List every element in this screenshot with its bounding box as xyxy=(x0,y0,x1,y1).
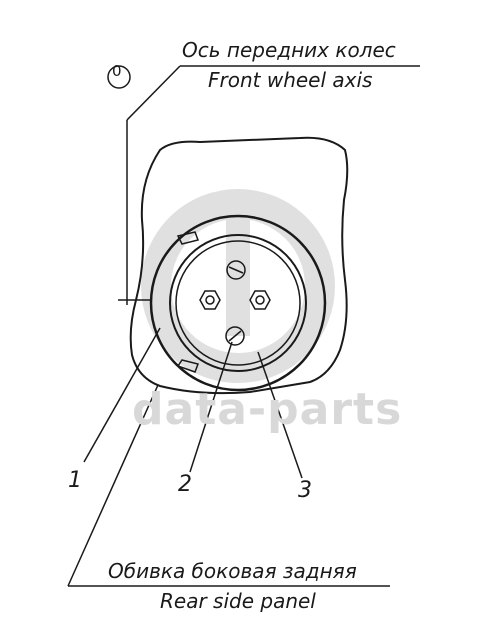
panel-outline xyxy=(129,136,349,395)
watermark-text: data-parts xyxy=(132,384,403,435)
leader-rear-panel xyxy=(67,384,159,587)
nut-right xyxy=(249,290,271,310)
outer-ring xyxy=(149,214,327,392)
screw-bottom xyxy=(225,326,245,346)
locking-tab-bottom xyxy=(176,359,199,373)
leader-1 xyxy=(83,327,161,463)
rear-panel-label-ru: Обивка боковая задняя xyxy=(108,559,357,583)
callout-leaders xyxy=(67,327,390,587)
leader-2 xyxy=(189,341,233,473)
front-axis-label-en: Front wheel axis xyxy=(208,68,373,92)
nut-left xyxy=(199,290,221,310)
rear-panel-label-en: Rear side panel xyxy=(160,589,316,613)
middle-ring xyxy=(169,234,307,372)
watermark-logo xyxy=(141,189,335,383)
callout-2-label: 2 xyxy=(178,472,192,497)
locking-tab-top xyxy=(176,231,199,245)
axis-leader xyxy=(126,65,181,121)
connector-socket xyxy=(149,214,327,392)
axis-marker-label: 0 xyxy=(112,62,122,80)
callout-1-label: 1 xyxy=(68,468,82,493)
axis-marker-circle xyxy=(107,65,131,89)
front-axis-label-ru: Ось передних колес xyxy=(182,38,396,62)
leader-3 xyxy=(257,351,303,479)
callout-3-label: 3 xyxy=(298,478,312,503)
axis-marker-group xyxy=(107,65,420,305)
screw-top xyxy=(226,260,246,280)
inner-ring xyxy=(175,240,301,366)
